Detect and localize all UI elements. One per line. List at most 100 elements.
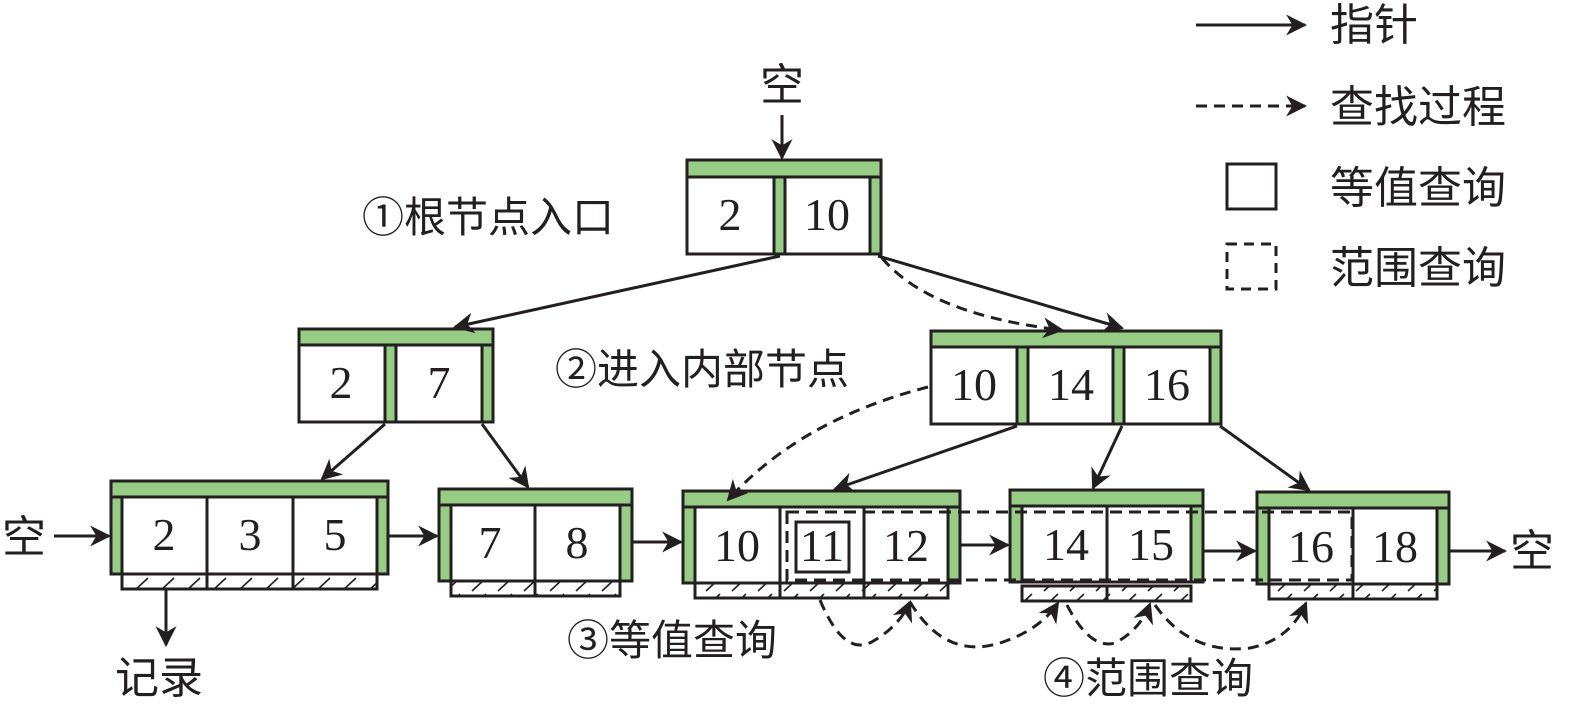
next-pointer-cell <box>1435 506 1451 586</box>
node-key: 11 <box>800 520 844 571</box>
internal-node-right: 10 14 16 <box>929 329 1223 426</box>
key-cell <box>685 175 776 256</box>
node-key: 16 <box>1144 359 1190 410</box>
range-step-label: ④范围查询 <box>1043 654 1253 703</box>
node-key: 7 <box>428 357 451 408</box>
legend-range-icon <box>1225 242 1278 291</box>
record-cell <box>778 581 866 600</box>
pointer-arrow <box>480 423 530 489</box>
key-cell <box>1122 345 1212 426</box>
legend-range-label: 范围查询 <box>1330 243 1506 294</box>
root-null-label: 空 <box>760 60 804 111</box>
node-key: 5 <box>324 509 347 560</box>
key-cell <box>1020 504 1109 584</box>
tree-pointers <box>54 115 1508 648</box>
node-key: 10 <box>804 189 850 240</box>
leaf-node: 10 11 12 <box>681 489 962 600</box>
node-key: 14 <box>1043 519 1089 570</box>
next-pointer-cell <box>375 495 390 576</box>
pointer-cell <box>772 175 787 256</box>
leaf-node: 7 8 <box>437 487 634 598</box>
search-arrow <box>726 385 929 502</box>
node-key: 16 <box>1288 521 1334 572</box>
record-cell <box>862 581 950 600</box>
node-header <box>1255 490 1451 510</box>
node-header <box>437 487 634 507</box>
node-header <box>109 479 390 499</box>
pointer-cell <box>383 343 398 424</box>
record-label: 记录 <box>115 653 203 704</box>
search-arrow <box>908 601 1060 649</box>
prev-pointer-cell <box>1255 506 1271 586</box>
key-cell <box>291 495 379 576</box>
record-cell <box>120 572 209 591</box>
node-key: 10 <box>714 520 760 571</box>
root-node: 2 10 <box>685 158 883 256</box>
node-key: 12 <box>883 520 929 571</box>
node-key: 14 <box>1048 359 1094 410</box>
root-entry-label: ①根节点入口 <box>362 193 614 242</box>
pointer-arrow <box>833 424 1018 493</box>
internal-node-left: 2 7 <box>297 327 495 424</box>
search-arrow <box>1153 601 1309 651</box>
pointer-arrow <box>877 254 1125 333</box>
legend-equality-icon <box>1225 162 1278 211</box>
left-null-label: 空 <box>2 512 46 563</box>
record-cell <box>205 572 295 591</box>
search-arrow <box>880 257 1065 339</box>
prev-pointer-cell <box>109 495 124 576</box>
pointer-cell <box>1208 345 1223 426</box>
record-cell <box>1267 582 1355 601</box>
node-key: 7 <box>479 517 502 568</box>
record-cell <box>291 572 379 591</box>
pointer-cell <box>868 175 883 256</box>
leaf-node: 2 3 5 <box>109 479 390 591</box>
node-key: 18 <box>1372 521 1418 572</box>
record-cell <box>1351 582 1439 601</box>
right-null-label: 空 <box>1510 526 1554 577</box>
key-cell <box>533 503 622 583</box>
legend-equality-label: 等值查询 <box>1330 163 1506 214</box>
equality-step-label: ③等值查询 <box>567 616 777 665</box>
node-key: 2 <box>330 357 353 408</box>
pointer-arrow <box>320 422 386 481</box>
internal-entry-label: ②进入内部节点 <box>555 345 849 394</box>
prev-pointer-cell <box>437 503 453 583</box>
leaf-node: 14 15 <box>1008 488 1205 603</box>
key-cell <box>1267 506 1355 586</box>
record-cell <box>449 579 537 598</box>
prev-pointer-cell <box>681 505 697 585</box>
node-key: 8 <box>566 517 589 568</box>
next-pointer-cell <box>946 505 962 585</box>
search-arrow <box>1065 602 1154 646</box>
pointer-arrow <box>452 254 781 334</box>
pointer-cell <box>1111 345 1126 426</box>
legend: 指针 查找过程 等值查询 范围查询 <box>1196 0 1506 294</box>
range-query-box <box>785 510 1354 582</box>
search-arrow <box>818 599 913 647</box>
key-cell <box>1026 345 1115 426</box>
record-cell <box>693 581 782 600</box>
node-key: 2 <box>719 189 742 240</box>
pointer-cell <box>1015 345 1030 426</box>
pointer-cell <box>480 343 495 424</box>
record-cell <box>533 579 622 598</box>
key-cell <box>120 495 209 576</box>
node-header <box>929 329 1223 349</box>
search-path <box>726 257 1309 651</box>
key-cell <box>297 343 387 424</box>
node-header <box>297 327 495 347</box>
leaf-node: 16 18 <box>1255 490 1451 601</box>
next-pointer-cell <box>1189 504 1205 584</box>
node-key: 2 <box>153 509 176 560</box>
node-key: 10 <box>951 359 997 410</box>
key-cell <box>783 175 872 256</box>
legend-pointer-label: 指针 <box>1330 0 1418 51</box>
equality-query-box <box>794 520 851 574</box>
next-pointer-cell <box>618 503 634 583</box>
pointer-arrow <box>1091 425 1124 490</box>
prev-pointer-cell <box>1008 504 1024 584</box>
key-cell <box>929 345 1019 426</box>
legend-search-label: 查找过程 <box>1330 82 1506 133</box>
